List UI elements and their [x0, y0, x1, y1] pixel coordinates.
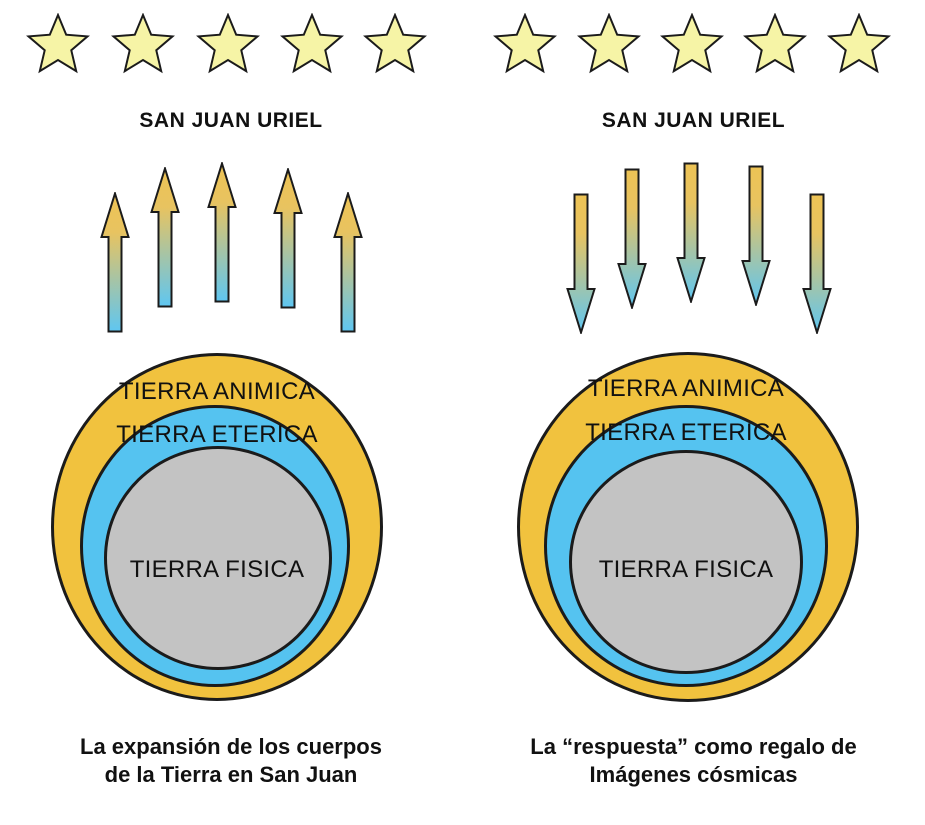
caption-line: Imágenes cósmicas — [589, 762, 798, 787]
arrow-down-icon — [676, 162, 706, 303]
star-icon — [111, 13, 175, 74]
star-icon — [577, 13, 641, 74]
arrow-up-icon — [150, 167, 180, 308]
ring-label-fisica: TIERRA FISICA — [129, 556, 305, 583]
star-icon — [363, 13, 427, 74]
star-icon — [827, 13, 891, 74]
star-icon — [26, 13, 90, 74]
arrow-up-icon — [207, 162, 237, 303]
caption-line: de la Tierra en San Juan — [104, 762, 358, 787]
panel-expansion: SAN JUAN URIEL TIERRA ANIMICA TIERRA ETE… — [0, 0, 462, 825]
arrow-down-icon — [617, 168, 647, 309]
ring-label-animica: TIERRA ANIMICA — [587, 375, 785, 402]
ring-label-eterica: TIERRA ETERICA — [585, 419, 787, 446]
star-icon — [743, 13, 807, 74]
panel-title: SAN JUAN URIEL — [601, 109, 786, 132]
panel-respuesta: SAN JUAN URIEL TIERRA ANIMICA TIERRA ETE… — [462, 0, 925, 825]
ring-label-fisica: TIERRA FISICA — [598, 556, 774, 583]
arrow-up-icon — [333, 192, 363, 333]
panel-caption: La “respuesta” como regalo de Imágenes c… — [462, 733, 925, 789]
ring-label-eterica: TIERRA ETERICA — [116, 421, 318, 448]
arrow-down-icon — [566, 193, 596, 334]
ring-tierra-fisica — [104, 446, 332, 670]
star-icon — [280, 13, 344, 74]
panel-title: SAN JUAN URIEL — [139, 109, 323, 132]
arrow-up-icon — [273, 168, 303, 309]
ring-label-animica: TIERRA ANIMICA — [118, 378, 316, 405]
panel-caption: La expansión de los cuerpos de la Tierra… — [0, 733, 462, 789]
caption-line: La “respuesta” como regalo de — [530, 734, 857, 759]
star-icon — [196, 13, 260, 74]
ring-tierra-fisica — [569, 450, 803, 674]
star-icon — [660, 13, 724, 74]
star-icon — [493, 13, 557, 74]
arrow-down-icon — [802, 193, 832, 334]
arrow-up-icon — [100, 192, 130, 333]
arrow-down-icon — [741, 165, 771, 306]
caption-line: La expansión de los cuerpos — [80, 734, 382, 759]
